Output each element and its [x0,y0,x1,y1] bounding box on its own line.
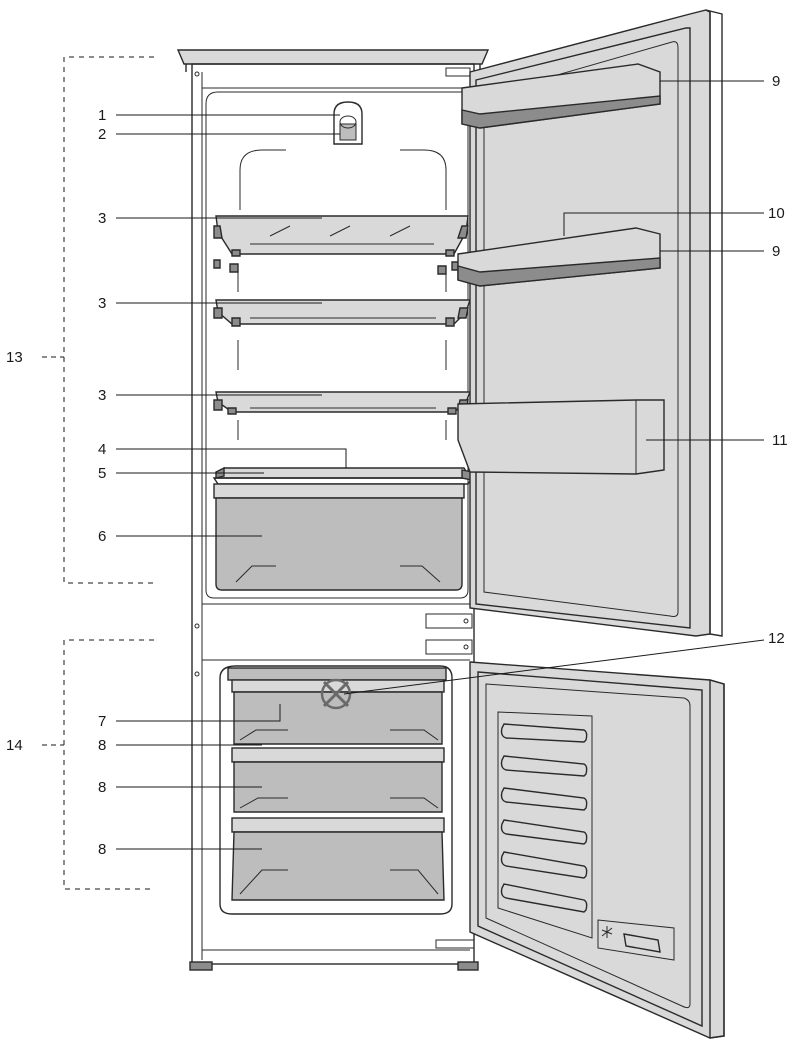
fridge-compartment [205,91,474,599]
callout-8-bottom: 8 [98,841,106,858]
callout-2: 2 [98,126,106,143]
bottle-bin [457,399,665,475]
freezer-drawer-3 [231,817,445,901]
freezer-drawer-2 [231,747,445,813]
callout-4: 4 [98,441,106,458]
callout-3-top: 3 [98,210,106,227]
callout-9-top: 9 [772,73,780,90]
light-unit [333,101,363,145]
callout-5: 5 [98,465,106,482]
callout-3-bottom: 3 [98,387,106,404]
callout-labels: 1 2 3 3 3 4 5 6 7 8 8 8 9 9 10 11 12 13 … [6,73,788,858]
glass-shelf-1 [213,215,469,257]
callout-8-top: 8 [98,737,106,754]
callout-6: 6 [98,528,106,545]
door-bin-middle [457,227,661,287]
bracket-fridge [42,56,154,584]
callout-13: 13 [6,349,23,366]
crisper-drawer [213,483,465,591]
fan-icon [320,678,352,710]
glass-shelf-3 [213,391,472,415]
callout-9-middle: 9 [772,243,780,260]
leader-lines [116,80,765,850]
control-panel [597,919,675,961]
callout-1: 1 [98,107,106,124]
door-bin-top [461,63,661,129]
callout-11: 11 [772,432,788,449]
callout-14: 14 [6,737,23,754]
callout-8-middle: 8 [98,779,106,796]
fridge-door [457,9,723,637]
callout-12: 12 [768,630,785,647]
freezer-drawer-1 [231,679,445,745]
freezer-compartment [219,665,453,915]
callout-7: 7 [98,713,106,730]
glass-shelf-2 [213,299,471,327]
callout-10: 10 [768,205,785,222]
freezer-door-slots [500,723,588,913]
crisper-cover [212,466,474,485]
bracket-freezer [42,639,154,890]
callout-3-middle: 3 [98,295,106,312]
freezer-door [469,661,725,1039]
